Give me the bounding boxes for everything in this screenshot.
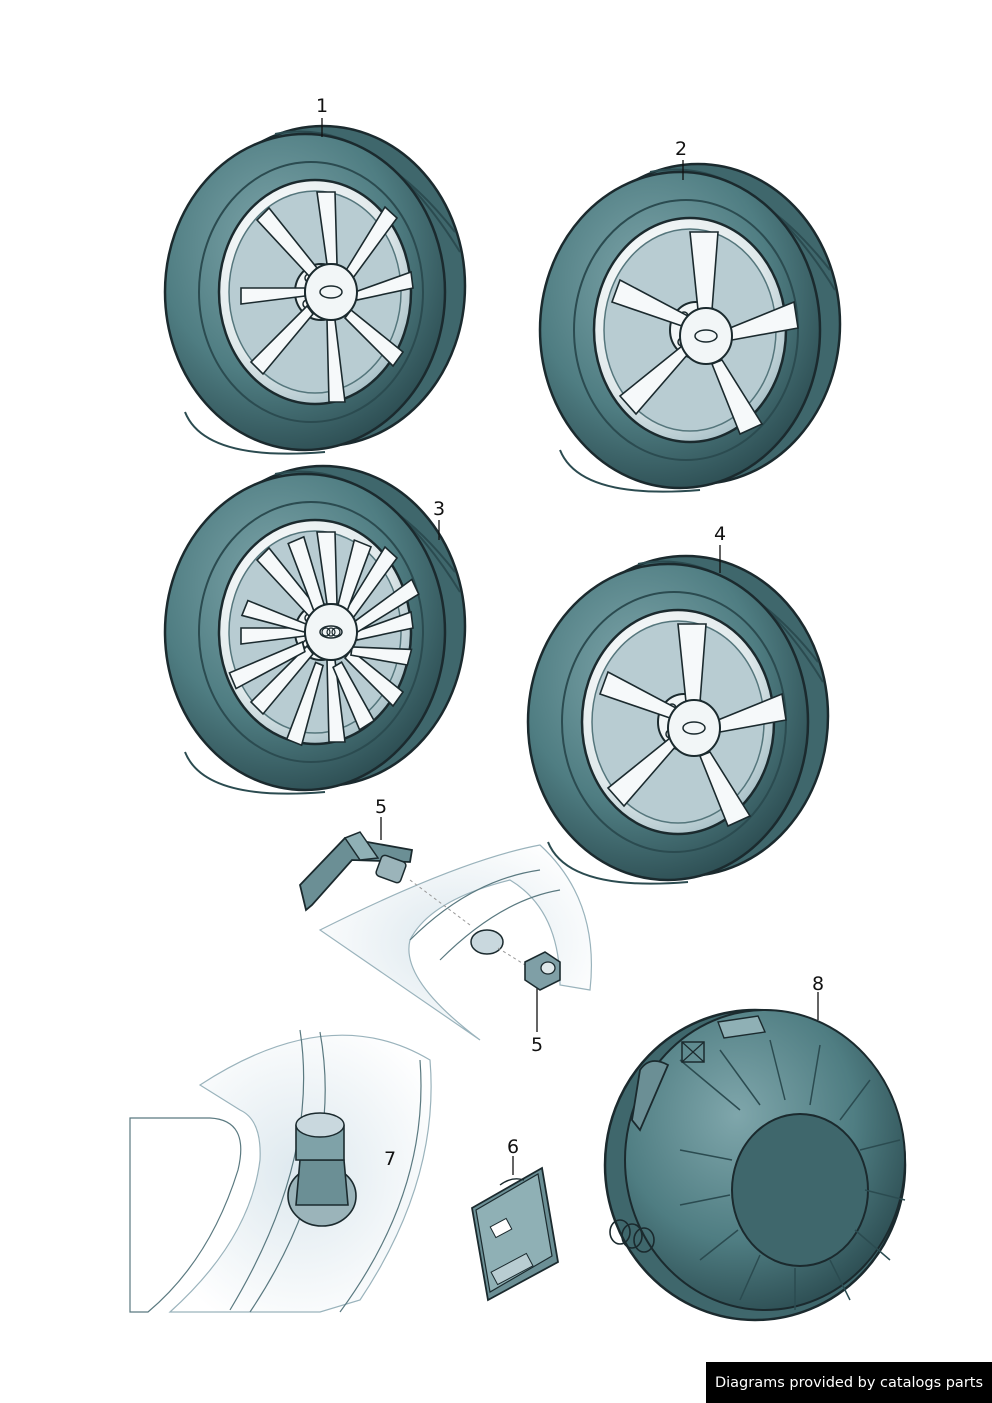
valve-cap-package bbox=[471, 1166, 559, 1302]
callout-6: 6 bbox=[507, 1136, 520, 1158]
logo-rings-wheel-3 bbox=[321, 627, 341, 637]
wheel-2 bbox=[538, 162, 842, 493]
callout-5-sensor: 5 bbox=[375, 796, 388, 818]
callout-8: 8 bbox=[812, 973, 825, 995]
callout-5-nut: 5 bbox=[531, 1034, 544, 1056]
credit-banner: Diagrams provided by catalogs parts bbox=[706, 1362, 992, 1403]
wheel-3 bbox=[163, 464, 467, 795]
wheel-1 bbox=[163, 124, 467, 455]
wheel-4 bbox=[526, 554, 830, 885]
callout-1: 1 bbox=[316, 95, 329, 117]
callout-4: 4 bbox=[714, 523, 727, 545]
callout-7: 7 bbox=[384, 1148, 397, 1170]
tpms-sensor-assembly bbox=[299, 831, 593, 1041]
valve-cap-assembly bbox=[129, 1029, 432, 1313]
tire-bag bbox=[603, 1008, 907, 1322]
callout-2: 2 bbox=[675, 138, 688, 160]
callout-3: 3 bbox=[433, 498, 446, 520]
